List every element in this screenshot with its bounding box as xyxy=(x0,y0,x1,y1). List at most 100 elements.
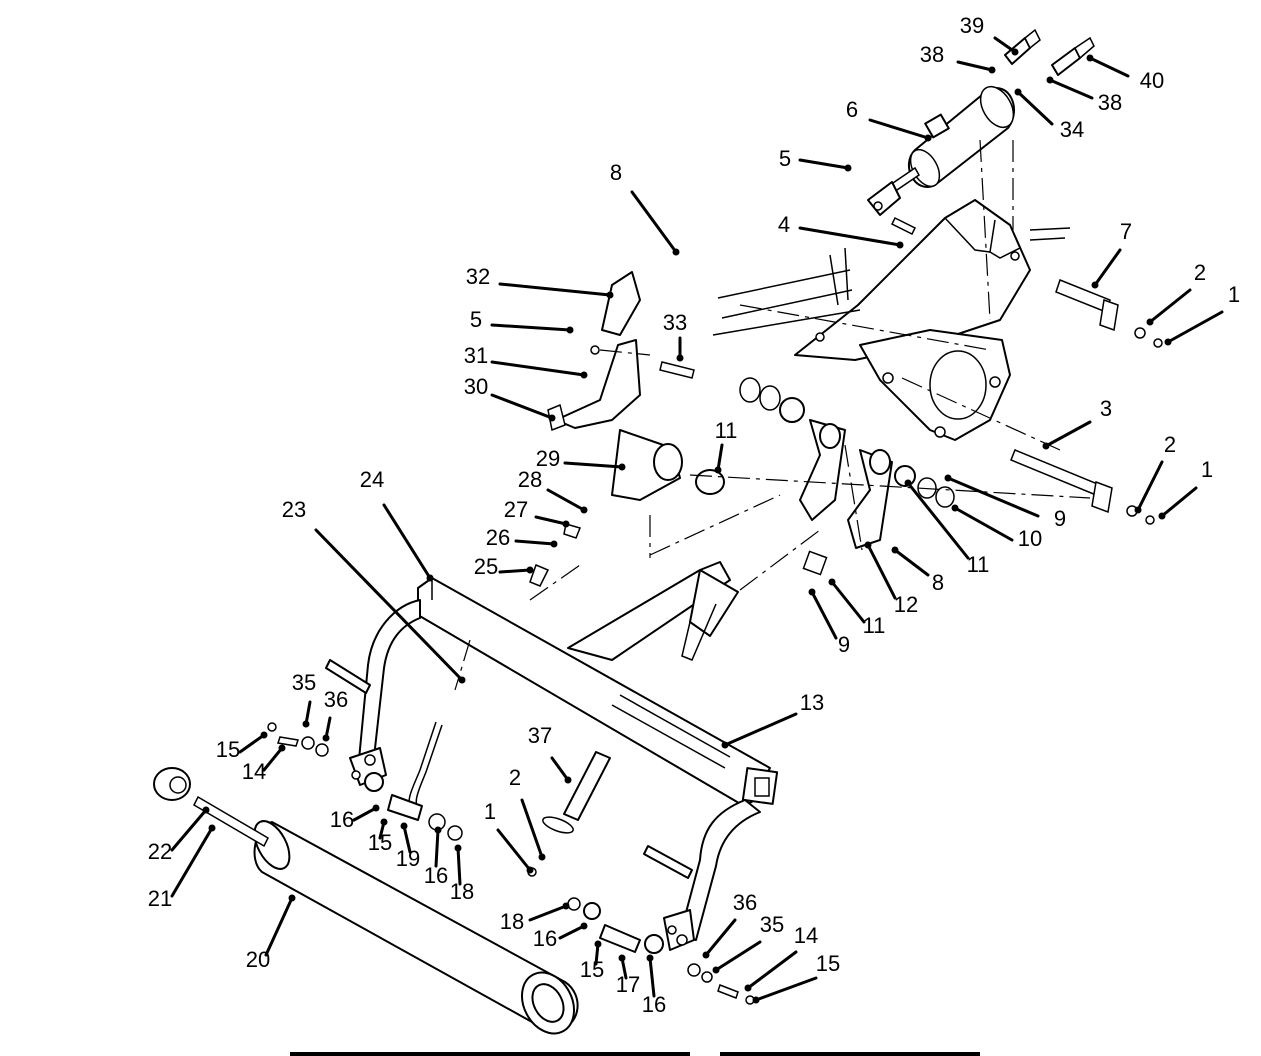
callout-label: 9 xyxy=(838,632,850,657)
callout-leader xyxy=(953,506,1014,542)
callout-dot xyxy=(864,541,872,549)
callout-label: 26 xyxy=(486,525,510,550)
callout-label: 8 xyxy=(610,160,622,185)
callout-label: 16 xyxy=(424,863,448,888)
callout-leader xyxy=(546,488,586,512)
callout-dot xyxy=(526,866,534,874)
callout-dot xyxy=(566,326,574,334)
callout-label: 28 xyxy=(518,467,542,492)
callout-dot xyxy=(676,354,684,362)
callout-label: 6 xyxy=(846,97,858,122)
callout-label: 16 xyxy=(533,926,557,951)
callout-leader xyxy=(1093,248,1122,287)
callout-label: 2 xyxy=(1164,432,1176,457)
callout-dot xyxy=(426,574,434,582)
callout-label: 30 xyxy=(464,374,488,399)
callout-leader xyxy=(1088,56,1130,78)
callout-leader xyxy=(754,976,818,1002)
callout-leader xyxy=(830,580,866,624)
callout-dot xyxy=(594,940,602,948)
callout-leader xyxy=(352,806,378,822)
callout-dot xyxy=(562,902,570,910)
callout-label: 12 xyxy=(894,592,918,617)
callout-label: 16 xyxy=(330,807,354,832)
callout-leader xyxy=(810,590,838,640)
callout-leader xyxy=(170,826,214,898)
callout-dot xyxy=(618,463,626,471)
cropped-caption-text xyxy=(290,1052,980,1056)
callout-label: 35 xyxy=(292,670,316,695)
callout-label: 7 xyxy=(1120,219,1132,244)
callout-label: 33 xyxy=(663,310,687,335)
callout-leader xyxy=(714,940,762,972)
callout-dot xyxy=(458,676,466,684)
callout-dot xyxy=(1046,76,1054,84)
callout-dot xyxy=(580,922,588,930)
callout-label: 1 xyxy=(484,799,496,824)
callout-dot xyxy=(1134,506,1142,514)
callout-leader xyxy=(1048,78,1094,100)
callout-leader xyxy=(550,756,570,782)
callout-label: 36 xyxy=(324,687,348,712)
callout-dot xyxy=(944,474,952,482)
callout-label: 39 xyxy=(960,13,984,38)
callout-label: 32 xyxy=(466,264,490,289)
callout-label: 21 xyxy=(148,886,172,911)
callout-dot xyxy=(646,954,654,962)
roller-assembly xyxy=(153,767,579,1035)
callout-leader xyxy=(490,393,554,420)
callout-dot xyxy=(202,806,210,814)
callout-label: 2 xyxy=(1194,260,1206,285)
callout-dot xyxy=(744,984,752,992)
callout-leader xyxy=(514,539,556,546)
callout-label: 11 xyxy=(967,552,990,577)
callout-leader xyxy=(1160,486,1198,518)
callout-label: 36 xyxy=(733,890,757,915)
callout-dot xyxy=(618,954,626,962)
lift-lever-parts xyxy=(547,271,725,501)
callout-label: 1 xyxy=(1201,457,1213,482)
callout-dot xyxy=(1011,48,1019,56)
callout-label: 14 xyxy=(242,759,266,784)
callout-leader xyxy=(490,323,572,332)
callout-dot xyxy=(828,578,836,586)
callout-leader xyxy=(868,118,930,140)
callout-leader xyxy=(498,568,532,574)
callout-dot xyxy=(302,720,310,728)
callout-label: 22 xyxy=(148,839,172,864)
center-lines xyxy=(454,139,1091,691)
callout-label: 20 xyxy=(246,947,270,972)
callout-dot xyxy=(400,822,408,830)
callout-leader xyxy=(496,828,532,872)
pivot-shaft-parts xyxy=(739,279,1163,576)
callout-leader xyxy=(382,503,432,580)
callout-dot xyxy=(580,506,588,514)
callout-dot xyxy=(896,241,904,249)
callout-leader xyxy=(1136,460,1164,512)
callout-label: 35 xyxy=(760,912,784,937)
callout-dot xyxy=(721,741,729,749)
callout-leader xyxy=(238,733,266,754)
callout-dot xyxy=(752,996,760,1004)
callout-label: 23 xyxy=(282,497,306,522)
callout-label: 1 xyxy=(1228,282,1240,307)
callout-label: 37 xyxy=(528,723,552,748)
callout-label: 5 xyxy=(470,307,482,332)
callout-dot xyxy=(1158,512,1166,520)
callout-label: 15 xyxy=(816,951,840,976)
callout-dot xyxy=(208,824,216,832)
callout-leader xyxy=(1166,310,1224,344)
callout-label: 17 xyxy=(616,972,640,997)
callout-label: 15 xyxy=(580,957,604,982)
callout-dot xyxy=(548,414,556,422)
callout-label: 9 xyxy=(1054,506,1066,531)
callout-leader xyxy=(563,461,624,469)
callout-dot xyxy=(1086,54,1094,62)
callout-dot xyxy=(702,951,710,959)
callout-dot xyxy=(562,520,570,528)
callout-leader xyxy=(723,712,798,747)
callout-dot xyxy=(712,966,720,974)
callout-label: 18 xyxy=(450,879,474,904)
callout-leader xyxy=(630,190,678,254)
